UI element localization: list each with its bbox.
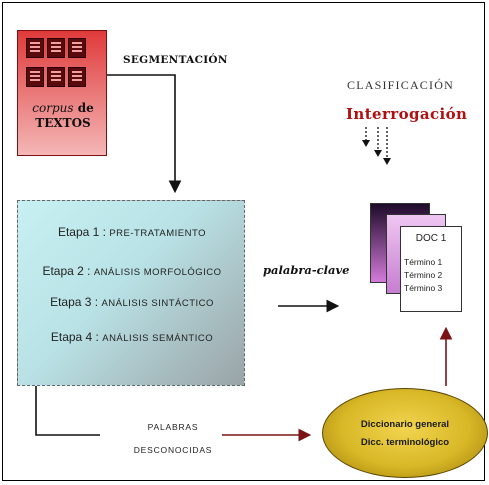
stage-4: Etapa 4 : ANÁLISIS SEMÁNTICO (18, 330, 246, 344)
stage-4-prefix: Etapa 4 : (50, 330, 103, 344)
dictionary-line-2: Dicc. terminológico (360, 437, 450, 448)
stages-box: Etapa 1 : PRE-TRATAMIENTO Etapa 2 : ANÁL… (17, 200, 245, 386)
document-title: DOC 1 (415, 233, 447, 244)
corpus-box: corpus de TEXTOS (17, 30, 107, 156)
dictionary-line-1: Diccionario general (360, 419, 450, 430)
stage-4-name: ANÁLISIS SEMÁNTICO (102, 333, 214, 344)
stage-2-name: ANÁLISIS MORFOLÓGICO (93, 267, 222, 278)
stage-1-name: PRE-TRATAMIENTO (109, 228, 207, 239)
unknown-words-line-1: PALABRAS (147, 422, 199, 432)
document-term-3: Término 3 (404, 283, 443, 293)
corpus-label-textos: TEXTOS (35, 116, 91, 130)
stage-2: Etapa 2 : ANÁLISIS MORFOLÓGICO (18, 264, 246, 278)
unknown-words-line-2: DESCONOCIDAS (133, 445, 213, 455)
document-term-2: Término 2 (404, 270, 443, 280)
query-arrows-icon (362, 127, 391, 165)
stage-3: Etapa 3 : ANÁLISIS SINTÁCTICO (18, 295, 246, 309)
interrogation-label: Interrogación (346, 105, 468, 123)
arrow-unknown-words (35, 386, 100, 436)
keyword-label: palabra-clave (263, 263, 350, 277)
corpus-label-italic: corpus (32, 101, 74, 115)
corpus-label-de: de (77, 101, 94, 115)
stage-2-prefix: Etapa 2 : (42, 264, 94, 278)
diagram-frame (2, 2, 485, 481)
corpus-label: corpus de TEXTOS (22, 101, 104, 131)
document-stack-icon (26, 37, 100, 95)
document-page-front (400, 226, 462, 312)
arrow-segmentation (107, 74, 182, 194)
stage-1-prefix: Etapa 1 : (57, 225, 110, 239)
stage-3-name: ANÁLISIS SINTÁCTICO (101, 298, 214, 309)
unknown-words-label: PALABRAS DESCONOCIDAS (115, 416, 231, 462)
dictionary-ellipse (322, 388, 488, 478)
stage-3-prefix: Etapa 3 : (50, 295, 102, 309)
stage-1: Etapa 1 : PRE-TRATAMIENTO (18, 225, 246, 239)
document-term-1: Término 1 (404, 257, 443, 267)
classification-label: CLASIFICACIÓN (347, 78, 454, 92)
segmentation-label: SEGMENTACIÓN (123, 54, 228, 66)
